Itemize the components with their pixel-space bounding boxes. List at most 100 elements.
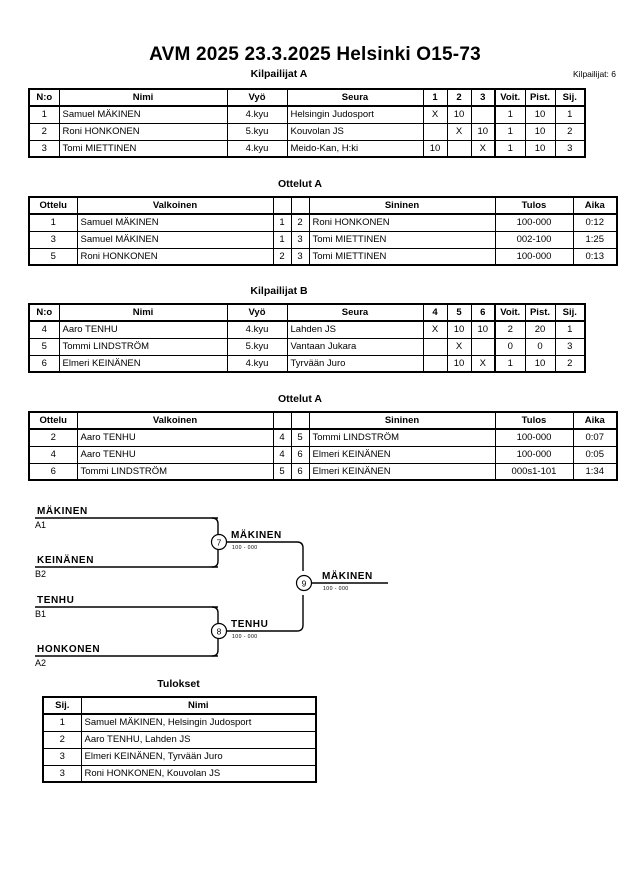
cell-no: 4 [28, 320, 60, 339]
col-header-match: Ottelu [28, 196, 78, 215]
entrant-count-label: Kilpailijat: 6 [573, 69, 616, 79]
cell-blue: Elmeri KEINÄNEN [308, 462, 496, 481]
col-header-match: Ottelu [28, 411, 78, 430]
cell-rr-5: X [446, 337, 472, 356]
cell-belt: 5.kyu [226, 122, 288, 141]
cell-points: 10 [524, 139, 556, 158]
cell-place: 1 [42, 713, 82, 732]
matches-b-caption: Ottelut A [278, 393, 322, 405]
cell-no: 3 [28, 139, 60, 158]
col-header-rr-6: 6 [470, 303, 496, 322]
col-header-rr-3: 3 [470, 88, 496, 107]
table-row: 3 Tomi MIETTINEN 4.kyu Meido-Kan, H:ki 1… [28, 139, 586, 158]
table-row: 3 Elmeri KEINÄNEN, Tyrvään Juro [42, 747, 317, 766]
table-row: 3 Roni HONKONEN, Kouvolan JS [42, 764, 317, 783]
bracket-entry-name-a2: HONKONEN [37, 644, 100, 655]
cell-rr-6: X [470, 354, 496, 373]
pool-b-caption: Kilpailijat B [250, 285, 308, 297]
pool-a-table: N:o Nimi Vyö Seura 1 2 3 Voit. Pist. Sij… [28, 88, 586, 158]
table-row: 2 Aaro TENHU, Lahden JS [42, 730, 317, 749]
cell-rr-2: 10 [446, 105, 472, 124]
bracket-entry-seed-b1: B1 [35, 609, 46, 619]
cell-place: 1 [554, 105, 586, 124]
cell-rr-5: 10 [446, 320, 472, 339]
bracket-winner-sf1: MÄKINEN [231, 528, 282, 541]
cell-club: Kouvolan JS [286, 122, 424, 141]
col-header-white: Valkoinen [76, 411, 274, 430]
cell-name: Tomi MIETTINEN [58, 139, 228, 158]
col-header-name: Nimi [58, 303, 228, 322]
bracket-score-sf1: 100 - 000 [232, 545, 258, 551]
cell-belt: 5.kyu [226, 337, 288, 356]
matches-a-table: Ottelu Valkoinen Sininen Tulos Aika 1 Sa… [28, 196, 618, 266]
table-row: 4 Aaro TENHU 4 6 Elmeri KEINÄNEN 100-000… [28, 445, 618, 464]
bracket-entry-name-a1: MÄKINEN [37, 504, 88, 517]
cell-points: 20 [524, 320, 556, 339]
col-header-blue: Sininen [308, 196, 496, 215]
col-header-rr-4: 4 [422, 303, 448, 322]
bracket-winner-sf2: TENHU [231, 619, 268, 630]
cell-wins: 1 [494, 354, 526, 373]
pool-b-table: N:o Nimi Vyö Seura 4 5 6 Voit. Pist. Sij… [28, 303, 586, 373]
cell-rr-3 [470, 105, 496, 124]
cell-wins: 2 [494, 320, 526, 339]
cell-wins: 0 [494, 337, 526, 356]
cell-result: 000s1-101 [494, 462, 574, 481]
col-header-rr-1: 1 [422, 88, 448, 107]
table-header-row: Ottelu Valkoinen Sininen Tulos Aika [28, 411, 618, 430]
bracket-connector-sf2-top [211, 606, 219, 625]
col-header-result: Tulos [494, 411, 574, 430]
cell-rr-3: 10 [470, 122, 496, 141]
match-circle-7 [210, 533, 228, 551]
cell-time: 1:34 [572, 462, 618, 481]
col-header-place: Sij. [554, 88, 586, 107]
cell-blue-no: 6 [290, 445, 310, 464]
cell-white: Aaro TENHU [76, 428, 274, 447]
table-row: 1 Samuel MÄKINEN, Helsingin Judosport [42, 713, 317, 732]
table-row: 5 Roni HONKONEN 2 3 Tomi MIETTINEN 100-0… [28, 247, 618, 266]
bracket-score-sf2: 100 - 000 [232, 634, 258, 640]
table-header-row: N:o Nimi Vyö Seura 4 5 6 Voit. Pist. Sij… [28, 303, 586, 322]
cell-rr-4: X [422, 320, 448, 339]
col-header-place: Sij. [42, 696, 82, 715]
col-header-club: Seura [286, 303, 424, 322]
cell-match: 6 [28, 462, 78, 481]
col-header-white-no [272, 411, 292, 430]
cell-result: 100-000 [494, 247, 574, 266]
col-header-no: N:o [28, 303, 60, 322]
cell-club: Vantaan Jukara [286, 337, 424, 356]
page-title: AVM 2025 23.3.2025 Helsinki O15-73 [149, 44, 481, 65]
col-header-rr-5: 5 [446, 303, 472, 322]
cell-white-no: 2 [272, 247, 292, 266]
col-header-name: Nimi [80, 696, 317, 715]
table-row: 2 Roni HONKONEN 5.kyu Kouvolan JS X 10 1… [28, 122, 586, 141]
cell-result: 100-000 [494, 213, 574, 232]
cell-points: 10 [524, 354, 556, 373]
cell-place: 3 [554, 337, 586, 356]
col-header-points: Pist. [524, 303, 556, 322]
cell-rr-1: 10 [422, 139, 448, 158]
cell-place: 2 [42, 730, 82, 749]
cell-time: 1:25 [572, 230, 618, 249]
col-header-place: Sij. [554, 303, 586, 322]
col-header-blue: Sininen [308, 411, 496, 430]
col-header-name: Nimi [58, 88, 228, 107]
cell-match: 3 [28, 230, 78, 249]
matches-a-caption: Ottelut A [278, 178, 322, 190]
cell-blue: Roni HONKONEN [308, 213, 496, 232]
col-header-white: Valkoinen [76, 196, 274, 215]
cell-white: Aaro TENHU [76, 445, 274, 464]
cell-place: 3 [554, 139, 586, 158]
col-header-wins: Voit. [494, 303, 526, 322]
col-header-time: Aika [572, 411, 618, 430]
cell-place: 2 [554, 122, 586, 141]
cell-time: 0:13 [572, 247, 618, 266]
cell-place: 1 [554, 320, 586, 339]
cell-white-no: 4 [272, 428, 292, 447]
col-header-no: N:o [28, 88, 60, 107]
results-caption: Tulokset [157, 678, 200, 690]
table-header-row: Ottelu Valkoinen Sininen Tulos Aika [28, 196, 618, 215]
bracket-connector-sf1-top [211, 517, 219, 536]
cell-blue-no: 6 [290, 462, 310, 481]
bracket-connector-sf1-bottom [211, 548, 219, 568]
